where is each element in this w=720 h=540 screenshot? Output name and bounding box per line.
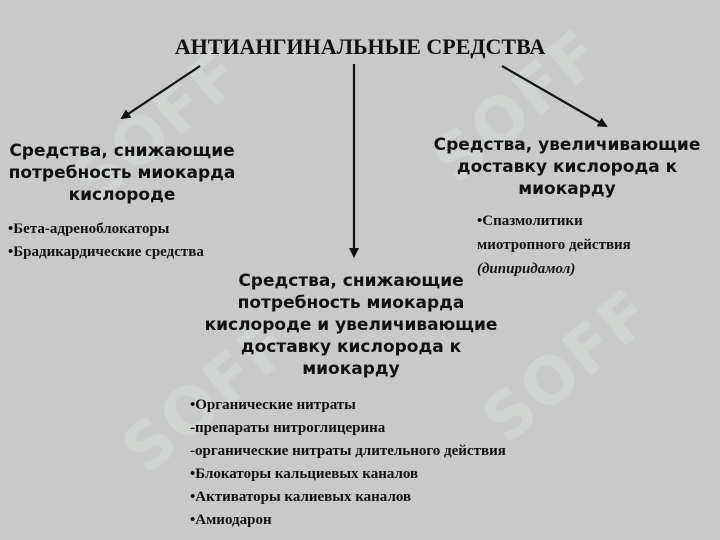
left-heading: Средства, снижающие потребность миокарда…: [4, 140, 240, 206]
right-item: (дипиридамол): [477, 261, 576, 277]
center-heading-line: кислороде и увеличивающие: [204, 315, 498, 335]
right-items: •Спазмолитики миотропного действия (дипи…: [477, 209, 631, 281]
arrow-right: [501, 65, 608, 127]
right-heading: Средства, увеличивающие доставку кислоро…: [420, 134, 714, 200]
center-heading: Средства, снижающие потребность миокарда…: [190, 270, 512, 380]
center-item: •Блокаторы кальциевых каналов: [190, 466, 419, 482]
arrow-left: [120, 65, 201, 120]
left-items: •Бета-адреноблокаторы •Брадикардические …: [8, 218, 204, 264]
center-item: -органические нитраты длительного действ…: [190, 443, 506, 459]
diagram-title: АНТИАНГИНАЛЬНЫЕ СРЕДСТВА: [174, 34, 546, 59]
center-item: •Амиодарон: [190, 512, 272, 528]
right-item: миотропного действия: [477, 237, 631, 253]
center-item: •Органические нитраты: [190, 397, 356, 413]
right-heading-line: Средства, увеличивающие: [433, 135, 701, 155]
center-item: •Активаторы калиевых каналов: [190, 489, 412, 505]
left-heading-line: кислороде: [68, 185, 176, 205]
center-items: •Органические нитраты -препараты нитрогл…: [190, 394, 506, 532]
center-heading-line: Средства, снижающие: [238, 271, 464, 291]
right-item: •Спазмолитики: [477, 213, 583, 229]
left-item: •Брадикардические средства: [8, 244, 204, 260]
right-heading-line: доставку кислорода к: [456, 157, 678, 177]
left-heading-line: Средства, снижающие: [9, 141, 235, 161]
center-heading-line: миокарду: [302, 359, 400, 379]
center-heading-line: доставку кислорода к: [240, 337, 462, 357]
right-heading-line: миокарду: [518, 179, 616, 199]
center-heading-line: потребность миокарда: [237, 293, 465, 313]
center-item: -препараты нитроглицерина: [190, 420, 386, 436]
left-item: •Бета-адреноблокаторы: [8, 221, 170, 237]
left-heading-line: потребность миокарда: [8, 163, 236, 183]
